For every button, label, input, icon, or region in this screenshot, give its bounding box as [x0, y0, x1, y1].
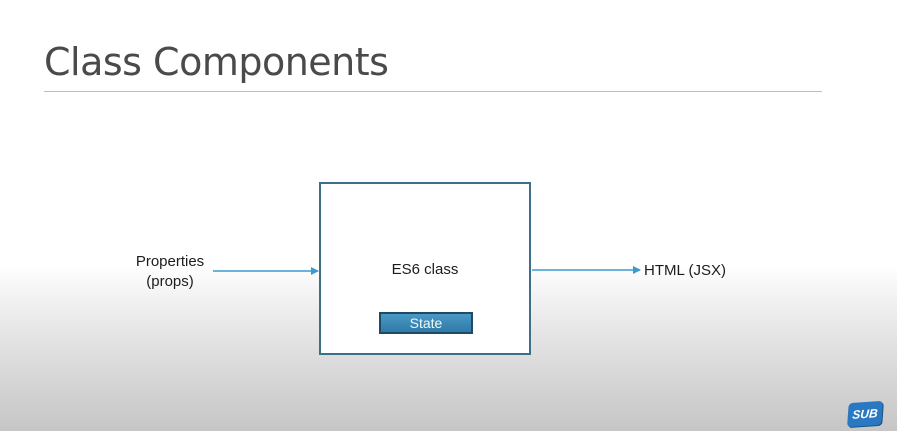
es6-class-label: ES6 class	[391, 261, 459, 278]
props-label-line2: (props)	[146, 273, 194, 290]
title-divider	[44, 91, 822, 92]
html-output-label: HTML (JSX)	[644, 262, 726, 279]
state-box: State	[379, 312, 473, 334]
subscribe-badge[interactable]: SUB	[847, 400, 883, 428]
slide-title: Class Components	[44, 40, 389, 84]
props-label-line1: Properties	[135, 253, 205, 270]
props-input-label: Properties (props)	[110, 252, 230, 292]
